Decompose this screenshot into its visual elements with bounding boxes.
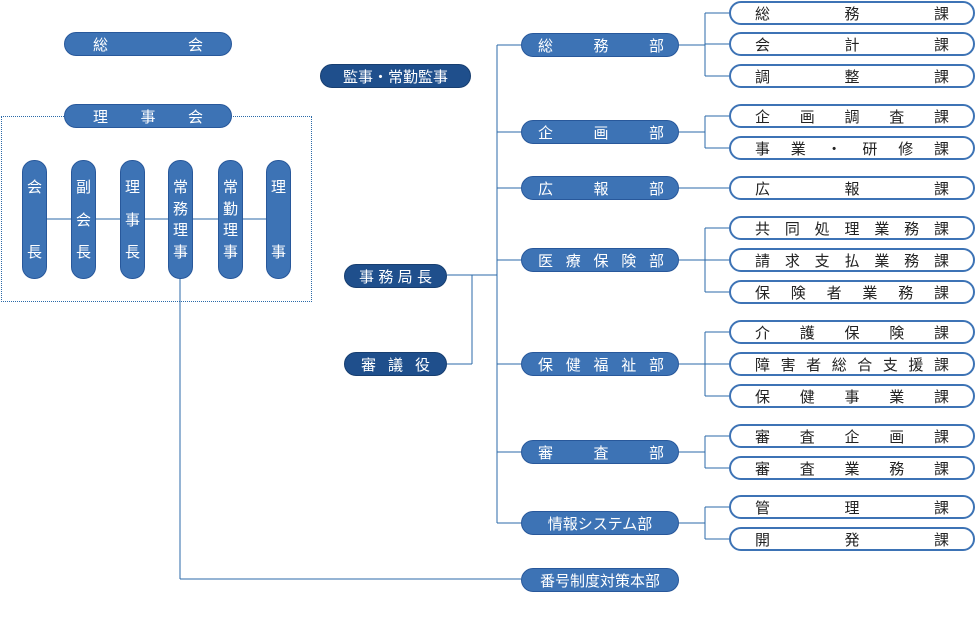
board-member-4: 常勤理事 [218,160,243,279]
department-node-2: 広報部 [521,176,679,200]
section-node-1-0: 企画調査課 [729,104,975,128]
board-member-1: 副会長 [71,160,96,279]
section-node-6-0: 管理課 [729,495,975,519]
board-member-0: 会長 [22,160,47,279]
section-label: 請求支払業務課 [755,251,949,270]
section-label: 介護保険課 [755,323,949,342]
department-node-4: 保健福祉部 [521,352,679,376]
section-node-5-0: 審査企画課 [729,424,975,448]
section-node-1-1: 事業・研修課 [729,136,975,160]
section-label: 審査業務課 [755,459,949,478]
department-label: 保健福祉部 [538,355,664,374]
auditor-node: 監事・常勤監事 [320,64,471,88]
department-node-0: 総務部 [521,33,679,57]
section-node-5-1: 審査業務課 [729,456,975,480]
department-node-6: 情報システム部 [521,511,679,535]
department-node-1: 企画部 [521,120,679,144]
section-label: 共同処理業務課 [755,219,949,238]
section-label: 調整課 [755,67,949,86]
section-node-3-0: 共同処理業務課 [729,216,975,240]
board-member-3: 常務理事 [168,160,193,279]
department-label: 医療保険部 [538,251,664,270]
section-label: 審査企画課 [755,427,949,446]
section-node-4-0: 介護保険課 [729,320,975,344]
department-label: 審査部 [538,443,664,462]
section-node-4-2: 保健事業課 [729,384,975,408]
councilor-node: 審議役 [344,352,447,376]
section-node-4-1: 障害者総合支援課 [729,352,975,376]
department-node-5: 審査部 [521,440,679,464]
department-label: 広報部 [538,179,664,198]
section-label: 広報課 [755,179,949,198]
section-node-2-0: 広報課 [729,176,975,200]
department-label: 情報システム部 [547,514,653,533]
section-node-0-0: 総務課 [729,1,975,25]
section-label: 保険者業務課 [755,283,949,302]
section-label: 事業・研修課 [755,139,949,158]
section-label: 保健事業課 [755,387,949,406]
department-node-3: 医療保険部 [521,248,679,272]
section-node-3-1: 請求支払業務課 [729,248,975,272]
general-assembly-node: 総 会 [64,32,232,56]
section-node-0-2: 調整課 [729,64,975,88]
secretary-general-node: 事務局長 [344,264,447,288]
board-node: 理 事 会 [64,104,232,128]
department-label: 総務部 [538,36,664,55]
section-label: 障害者総合支援課 [755,355,949,374]
board-member-5: 理事 [266,160,291,279]
section-node-6-1: 開発課 [729,527,975,551]
section-label: 総務課 [755,4,949,23]
section-label: 管理課 [755,498,949,517]
section-node-3-2: 保険者業務課 [729,280,975,304]
section-label: 会計課 [755,35,949,54]
section-label: 開発課 [755,530,949,549]
mynumber-hq-node: 番号制度対策本部 [521,568,679,592]
section-label: 企画調査課 [755,107,949,126]
section-node-0-1: 会計課 [729,32,975,56]
board-member-2: 理事長 [120,160,145,279]
department-label: 企画部 [538,123,664,142]
